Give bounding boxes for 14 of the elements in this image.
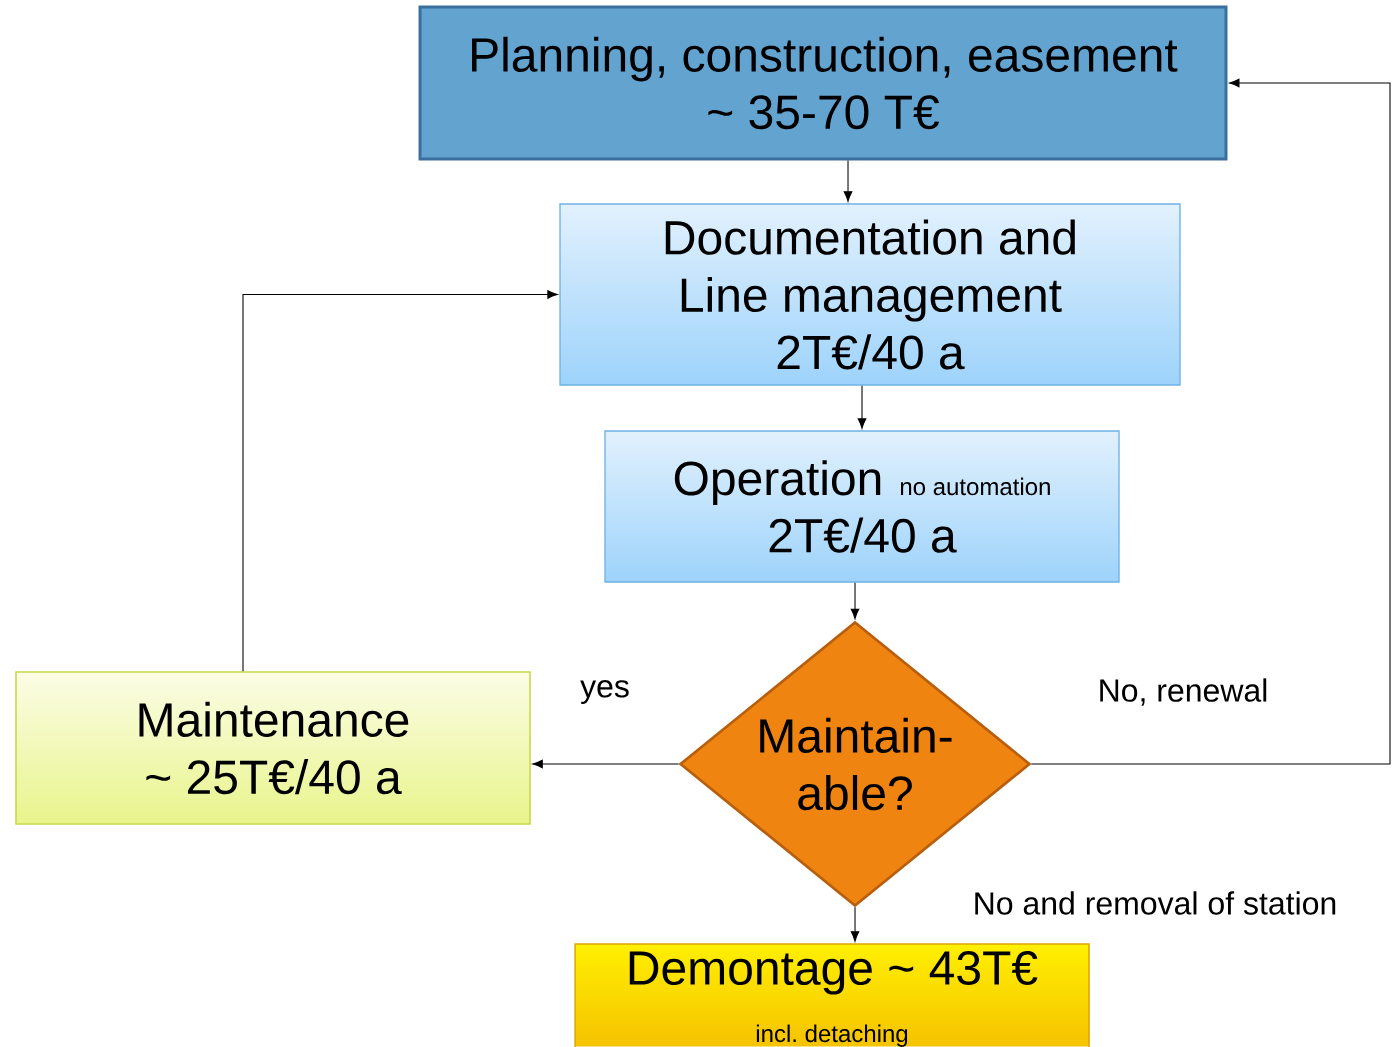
arrow bbox=[843, 159, 853, 202]
arrow bbox=[1030, 78, 1391, 765]
arrow bbox=[850, 582, 860, 620]
process-box: Maintenance ~ 25T€/40 a bbox=[15, 671, 531, 825]
edge-label: No, renewal bbox=[1094, 675, 1272, 709]
process-box: Demontage ~ 43T€ incl. detaching bbox=[574, 943, 1090, 1047]
process-box: Operation no automation 2T€/40 a bbox=[604, 430, 1120, 583]
process-box: Planning, construction, easement ~ 35-70 T€ bbox=[418, 5, 1228, 161]
edge-label: yes bbox=[577, 677, 633, 707]
arrow bbox=[532, 759, 680, 769]
arrow bbox=[857, 385, 867, 429]
arrow bbox=[242, 290, 558, 672]
process-box: Documentation and Line management 2T€/40 a bbox=[559, 203, 1181, 386]
arrow bbox=[850, 906, 860, 942]
